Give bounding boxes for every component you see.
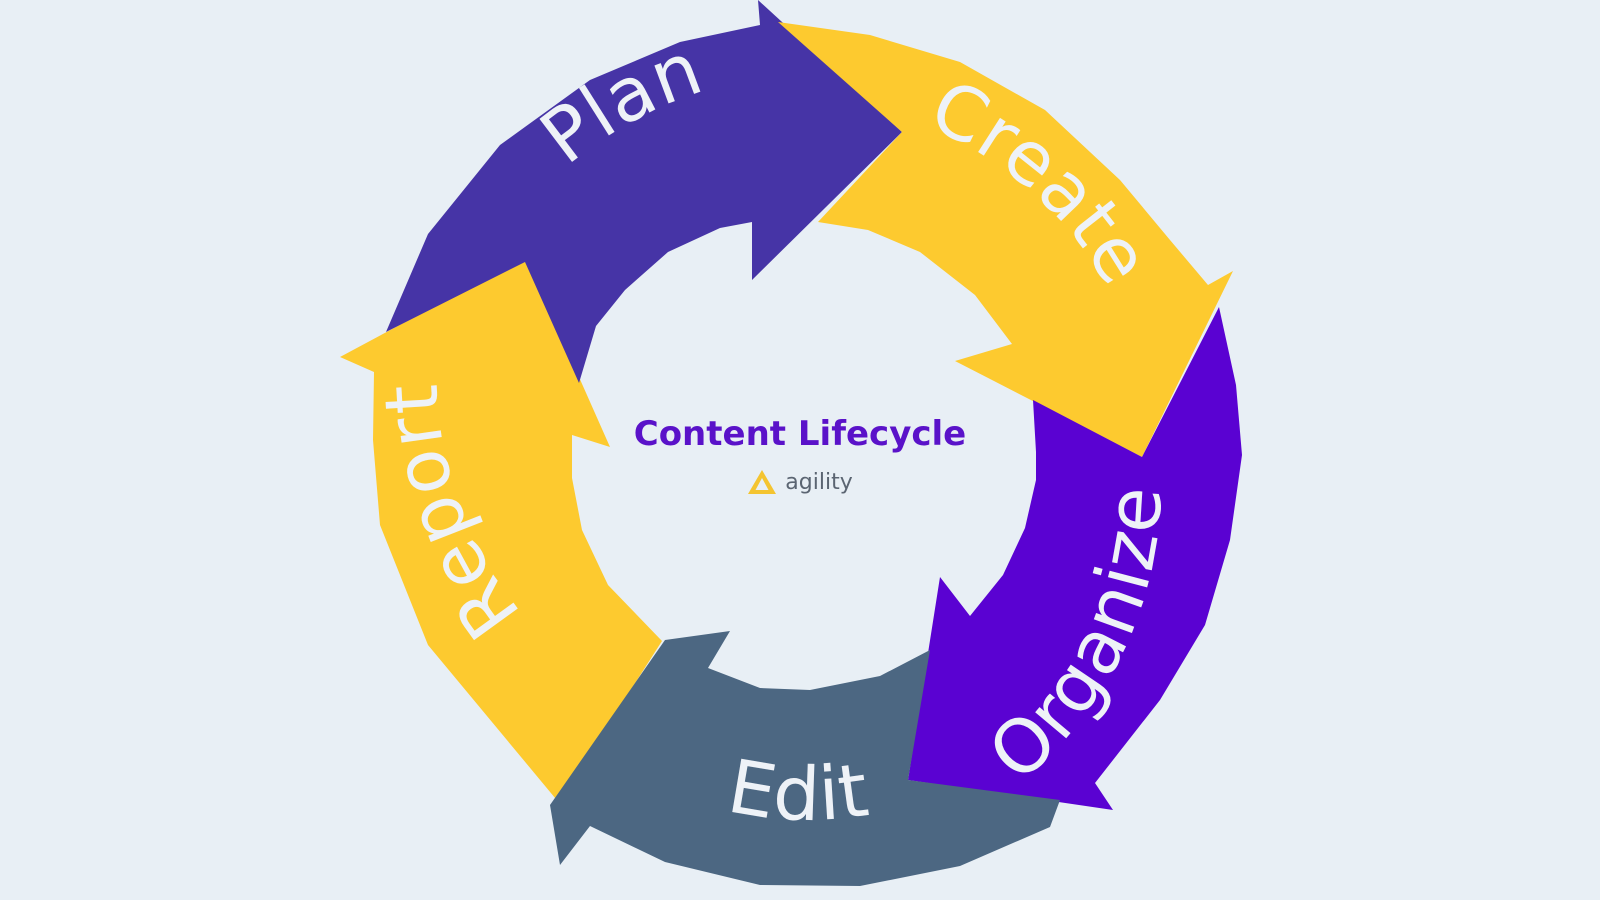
- arrow-plan: [386, 0, 902, 383]
- arrow-organize: [908, 307, 1242, 810]
- agility-logo-icon: [748, 470, 777, 494]
- brand-logo: agility: [700, 464, 900, 500]
- arrow-create: [778, 22, 1233, 457]
- brand-name: agility: [785, 469, 853, 495]
- arrow-edit: [550, 631, 1060, 886]
- arrow-report: [340, 258, 662, 822]
- stage-label-edit: Edit: [722, 744, 874, 839]
- center-title: Content Lifecycle: [633, 414, 967, 454]
